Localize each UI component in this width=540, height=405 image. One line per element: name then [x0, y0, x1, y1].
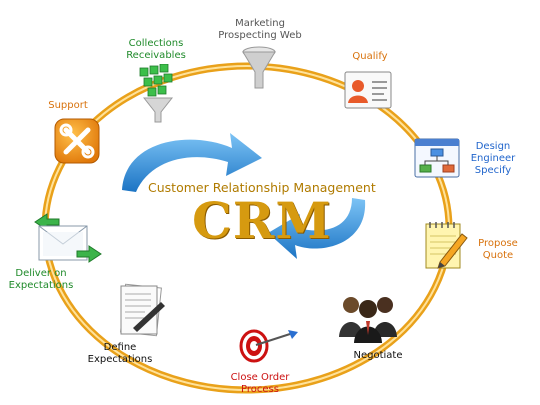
people-group-icon: [339, 297, 397, 343]
stage-label-design: Design Engineer Specify: [470, 141, 516, 176]
tools-icon: [54, 118, 100, 164]
center-subtitle: Customer Relationship Management: [148, 180, 376, 195]
stage-label-propose: Propose Quote: [478, 238, 518, 261]
lower-cycle-arrow: [268, 198, 366, 259]
stage-label-negotiate: Negotiate: [353, 350, 403, 361]
mail-arrows-icon: [34, 213, 102, 263]
id-card-icon: [344, 71, 392, 109]
stage-label-qualify: Qualify: [352, 51, 388, 62]
upper-cycle-arrow: [122, 133, 262, 192]
money-funnel-icon: [139, 64, 174, 123]
center-title: CRM: [192, 191, 332, 250]
stage-label-support: Support: [48, 100, 88, 111]
notepad-pencil-icon: [425, 222, 468, 269]
document-pen-icon: [120, 283, 165, 337]
funnel-icon: [242, 46, 276, 89]
stage-label-define: Define Expectations: [87, 342, 153, 365]
flowchart-window-icon: [414, 138, 460, 178]
stage-label-collections: Collections Receivables: [126, 38, 186, 61]
stage-label-deliver: Deliver on Expectations: [8, 268, 74, 291]
target-dart-icon: [239, 329, 298, 363]
stage-label-close: Close Order Process: [230, 372, 290, 395]
stage-label-marketing: Marketing Prospecting Web: [218, 18, 302, 41]
